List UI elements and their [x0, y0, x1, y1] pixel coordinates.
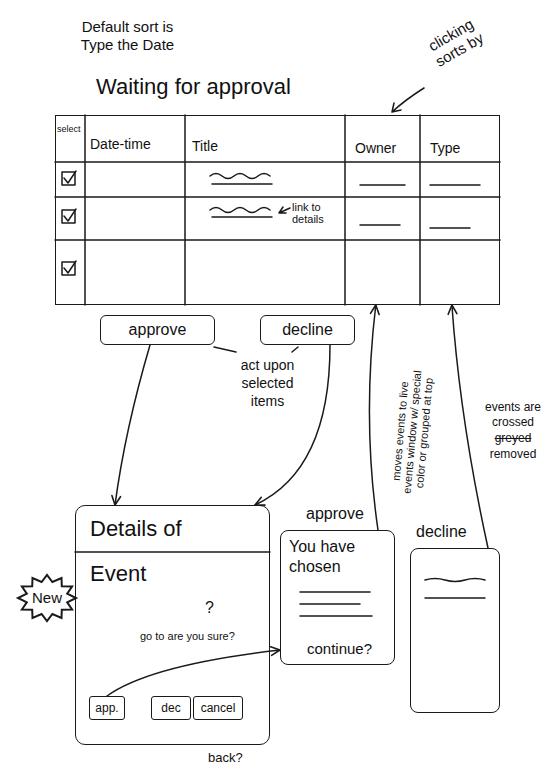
box-label: dec	[161, 701, 180, 715]
title-scribble	[210, 174, 272, 218]
action-note: act upon selected items	[225, 356, 310, 410]
flow-connector	[369, 305, 379, 530]
dialog-scribble	[425, 579, 485, 599]
window-title: Details of Event	[90, 506, 185, 596]
new-starburst: New	[18, 575, 76, 621]
link-arrow	[279, 207, 290, 213]
link-note: link to details	[292, 201, 342, 225]
arrow-head	[255, 497, 265, 505]
question-mark: ?	[205, 598, 214, 617]
box-label: app.	[95, 701, 118, 715]
approve-button: approve	[100, 315, 215, 345]
arrow-head	[271, 647, 280, 656]
dialog-scribble	[300, 592, 372, 616]
decline-dialog: decline	[410, 548, 500, 713]
dialog-heading: approve	[306, 504, 364, 524]
column-header: select	[57, 124, 81, 135]
removal-note: removed	[482, 447, 544, 462]
column-header: Title	[192, 138, 218, 155]
check-mark	[64, 171, 76, 273]
flow-note: go to are you sure?	[140, 630, 235, 643]
flow-connector	[112, 345, 150, 505]
cancel-button: cancel	[193, 696, 243, 720]
column-header: Owner	[355, 140, 396, 157]
dialog-heading: decline	[416, 522, 467, 542]
table-grid	[55, 115, 500, 305]
window-header-line	[75, 551, 270, 553]
dialog-message: You have chosen	[281, 531, 394, 583]
confirm-dialog: approveYou have chosencontinue?	[280, 530, 395, 665]
connector-line	[107, 650, 280, 696]
sort-note: Default sort is Type the Date	[65, 18, 190, 54]
arrow-head	[448, 305, 457, 314]
column-header: Type	[430, 140, 460, 157]
arrow-head	[371, 305, 380, 315]
struck-word: greyed	[482, 431, 544, 446]
box-label: approve	[129, 320, 187, 340]
decline-button: decline	[260, 315, 355, 345]
sketch-strokes	[55, 88, 500, 616]
connector-line	[369, 305, 378, 530]
approve-mini-button: app.	[89, 696, 125, 720]
back-note: back?	[208, 750, 243, 766]
starburst-shape	[18, 575, 76, 621]
flow-note: moves events to live events window w/ sp…	[388, 366, 435, 499]
cell-dash	[360, 185, 480, 228]
callout-arrow	[392, 88, 424, 112]
sort-callout: clicking sorts by	[412, 7, 498, 76]
checkbox	[62, 172, 75, 275]
details-window: Details of Event app. dec cancel	[75, 505, 270, 745]
box-label: New	[32, 589, 62, 607]
decline-mini-button: dec	[151, 696, 191, 720]
dialog-question: continue?	[307, 640, 372, 658]
box-label: decline	[282, 320, 333, 340]
column-header: Date-time	[90, 136, 151, 153]
arrow-head	[112, 496, 121, 506]
box-label: cancel	[201, 701, 236, 715]
leader-line	[214, 347, 298, 352]
table-heading: Waiting for approval	[96, 74, 291, 100]
connector-line	[115, 345, 150, 505]
flow-connector	[107, 647, 280, 696]
flow-note: events are crossed	[482, 400, 544, 430]
